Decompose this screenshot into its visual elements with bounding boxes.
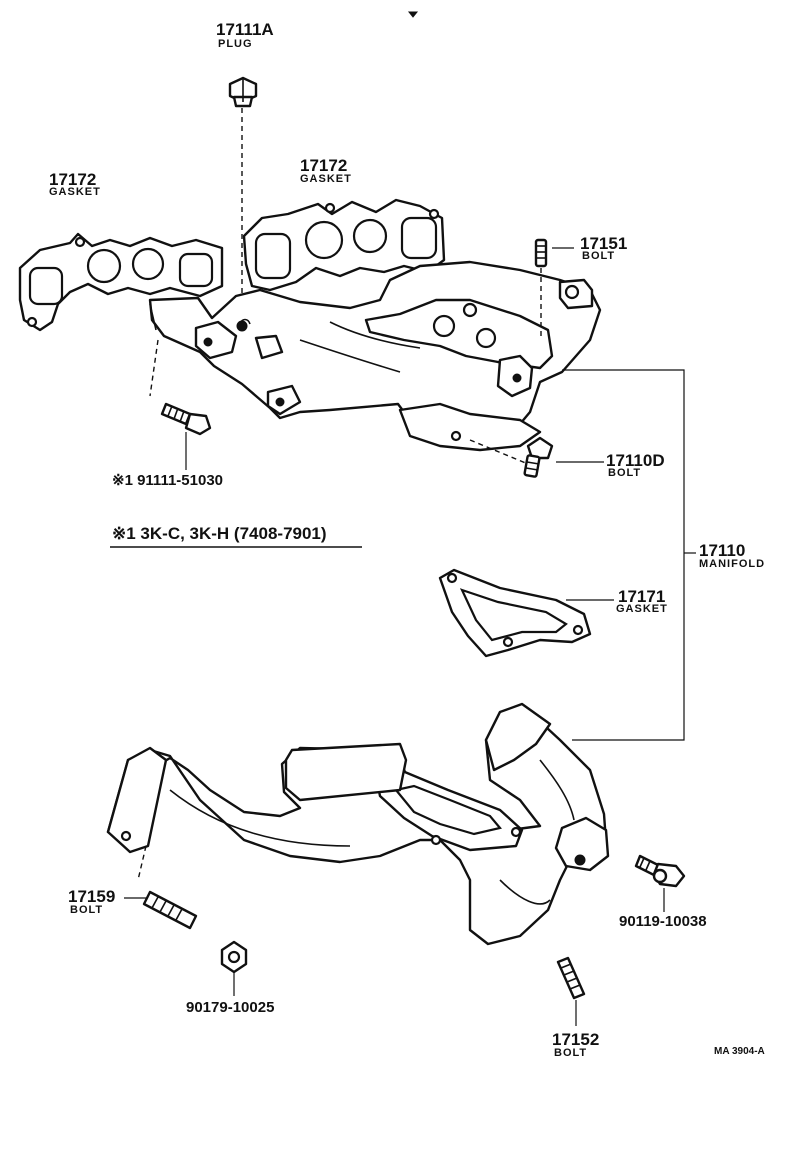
plug-number: 17111A: [216, 20, 274, 39]
stud-91111-number: ※1 91111-51030: [112, 472, 224, 489]
bolt-17110d-number: 17110D: [606, 451, 665, 470]
bolt-17110d-part: [523, 436, 554, 478]
gasket-center-name: GASKET: [300, 173, 352, 185]
manifold-name: MANIFOLD: [699, 558, 766, 570]
plug-part: [228, 76, 258, 108]
bolt-17159-part: [142, 890, 198, 930]
bolt-17159-dashed: [137, 845, 147, 881]
engine-note: ※1 3K-C, 3K-H (7408-7901): [112, 524, 327, 543]
drawing-code: MA 3904-A: [714, 1046, 765, 1057]
gasket-left-number: 17172: [49, 170, 97, 189]
bolt-17159-name: BOLT: [70, 904, 104, 916]
bolt-17110d-name: BOLT: [608, 467, 642, 479]
bolt-17152-name: BOLT: [554, 1047, 588, 1059]
gasket-center-number: 17172: [300, 156, 348, 175]
bolt-17152-part: [556, 956, 586, 1000]
stud-91111-dashed: [149, 339, 159, 397]
bolt-90119-part: [634, 854, 686, 888]
top-mark: [407, 11, 419, 18]
gasket-17171-name: GASKET: [616, 603, 668, 615]
bolt-17159-number: 17159: [68, 887, 116, 906]
bolt-17151-part: [534, 238, 548, 268]
bolt-90119-number: 90119-10038: [619, 913, 707, 930]
intake-manifold-part: [148, 260, 602, 452]
exhaust-manifold-part: [106, 702, 610, 946]
manifold-number: 17110: [699, 541, 746, 560]
gasket-left-part: [18, 232, 224, 332]
nut-90179-part: [220, 940, 248, 974]
bolt-17152-number: 17152: [552, 1030, 600, 1049]
plug-name: PLUG: [218, 38, 253, 50]
bolt-17151-number: 17151: [580, 234, 628, 253]
bolt-17151-name: BOLT: [582, 250, 616, 262]
gasket-left-name: GASKET: [49, 186, 101, 198]
bolt-17110d-dashed: [469, 439, 529, 465]
gasket-17171-number: 17171: [618, 587, 666, 606]
stud-91111-part: [160, 402, 212, 436]
gasket-17171-part: [438, 568, 592, 658]
manifold-bracket-line: [562, 369, 685, 741]
nut-90179-number: 90179-10025: [186, 999, 275, 1016]
